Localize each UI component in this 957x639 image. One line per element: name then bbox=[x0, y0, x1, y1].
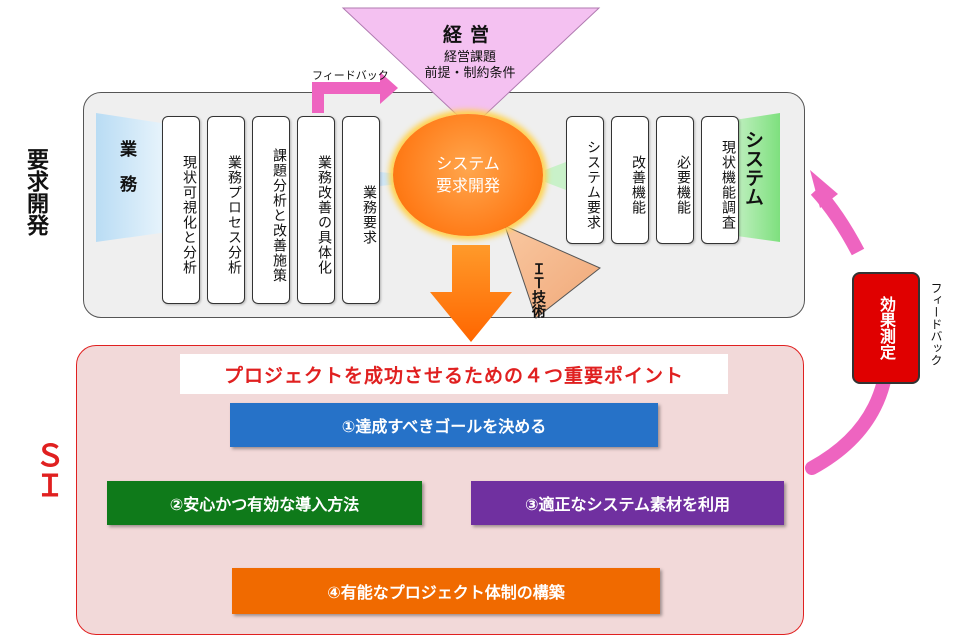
management-sub-2: 前提・制約条件 bbox=[424, 66, 516, 81]
effect-measurement-box: 効果測定 bbox=[852, 272, 920, 384]
point-3-material: ③適正なシステム素材を利用 bbox=[471, 481, 784, 525]
si-title: プロジェクトを成功させるための４つ重要ポイント bbox=[180, 354, 728, 394]
si-label: ＳＩ bbox=[29, 440, 64, 500]
business-trapezoid bbox=[96, 113, 168, 242]
management-subtitle: 経営課題 前提・制約条件 bbox=[392, 50, 548, 82]
business-box-2: 業務プロセス分析 bbox=[207, 116, 245, 304]
main-down-arrow bbox=[430, 245, 512, 342]
business-label: 業務 bbox=[116, 140, 136, 210]
right-feedback-label: フィードバック bbox=[929, 282, 943, 366]
business-box-4: 業務改善の具体化 bbox=[297, 116, 335, 304]
system-box-2: 改善機能 bbox=[611, 116, 649, 244]
requirements-development-label: 要求開発 bbox=[23, 148, 48, 236]
business-box-3: 課題分析と改善施策 bbox=[252, 116, 290, 304]
point-1-goal: ①達成すべきゴールを決める bbox=[230, 403, 658, 447]
business-box-1: 現状可視化と分析 bbox=[162, 116, 200, 304]
it-technology-label: ＩＴ技術 bbox=[530, 262, 546, 318]
effect-measurement-label: 効果測定 bbox=[877, 296, 896, 360]
circle-line-1: システム bbox=[436, 154, 500, 173]
system-box-3: 必要機能 bbox=[656, 116, 694, 244]
system-box-1: システム要求 bbox=[566, 116, 604, 244]
management-sub-1: 経営課題 bbox=[443, 50, 496, 65]
top-feedback-label: フィードバック bbox=[312, 69, 389, 82]
management-triangle bbox=[341, 7, 601, 129]
circle-line-2: 要求開発 bbox=[435, 176, 500, 195]
feedback-arrow-top bbox=[312, 72, 398, 113]
it-triangle bbox=[504, 225, 601, 319]
point-4-structure: ④有能なプロジェクト体制の構築 bbox=[232, 568, 660, 614]
management-title: 経営 bbox=[442, 24, 497, 46]
system-box-4: 現状機能調査 bbox=[701, 116, 739, 244]
business-box-5: 業務要求 bbox=[342, 116, 380, 304]
system-requirements-circle: システム 要求開発 bbox=[393, 114, 543, 236]
feedback-curve-arrowhead bbox=[810, 170, 838, 208]
system-label: システム bbox=[742, 130, 764, 206]
point-2-method: ②安心かつ有効な導入方法 bbox=[107, 481, 422, 525]
system-taper bbox=[545, 162, 566, 190]
